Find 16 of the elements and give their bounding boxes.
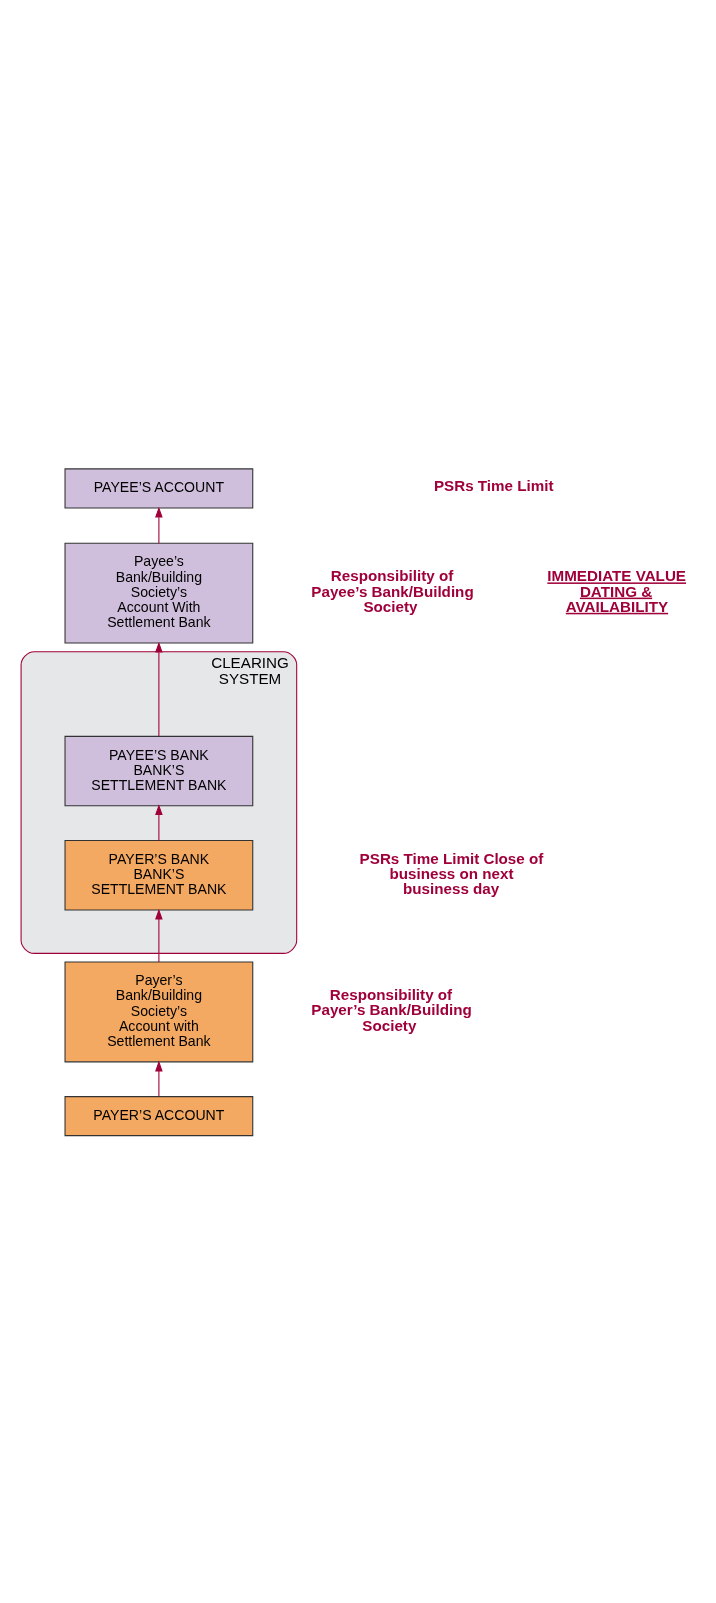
arrow: [155, 803, 163, 841]
label: Responsibility of Payee’s Bank/Building Society: [311, 566, 474, 615]
label: PSRs Time Limit Close of business on next business day: [359, 849, 544, 897]
arrow: [155, 1060, 163, 1097]
node-box: PAYER’S ACCOUNT: [64, 1095, 254, 1136]
node-box: Payee’s Bank/Building Society’s Account With Settlement Bank: [64, 542, 254, 644]
arrow: [155, 506, 163, 544]
arrow: [155, 908, 163, 962]
node-box: PAYER’S BANK BANK’S SETTLEMENT BANK: [64, 839, 254, 910]
node-box: PAYEE’S ACCOUNT: [64, 467, 254, 508]
label: Responsibility of Payer’s Bank/Building Society: [311, 985, 472, 1034]
arrow: [155, 641, 163, 737]
node-box: PAYEE’S BANK BANK’S SETTLEMENT BANK: [64, 735, 254, 806]
label: PSRs Time Limit: [433, 476, 554, 494]
node-box: Payer’s Bank/Building Society’s Account with Settlement Bank: [64, 961, 254, 1062]
label: IMMEDIATE VALUE DATING & AVAILABILITY: [547, 566, 686, 615]
